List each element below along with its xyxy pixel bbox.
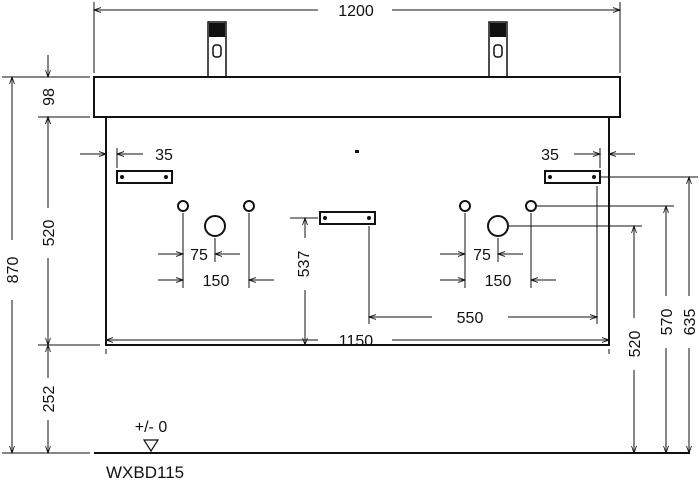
- dim-cabinet-width: 1150: [106, 333, 609, 354]
- dim-height-570-label: 570: [659, 309, 676, 336]
- dim-tap-spacing-right: 150: [440, 213, 556, 290]
- drain-hole-left: [204, 215, 226, 237]
- dim-floor-gap: 252: [41, 345, 58, 453]
- dim-bracket-inset-left: 35: [80, 147, 173, 168]
- drain-hole-right: [487, 215, 509, 237]
- dim-bracket-distance: 550: [369, 186, 597, 327]
- model-name: WXBD115: [106, 463, 184, 482]
- dim-center-bracket: 537: [290, 218, 318, 345]
- floor-label: +/- 0: [135, 419, 168, 436]
- dim-height-570: 570: [537, 206, 676, 453]
- dim-top-thickness: 98: [38, 55, 90, 132]
- supply-hole-left-a: [177, 200, 189, 212]
- supply-hole-right-b: [525, 200, 537, 212]
- dim-height-635-label: 635: [682, 309, 699, 336]
- supply-hole-right-a: [459, 200, 471, 212]
- dim-total-height-label: 870: [5, 257, 22, 284]
- cabinet-body: [105, 116, 610, 346]
- dim-drain-offset-right-label: 75: [473, 247, 491, 264]
- dim-drain-offset-left-label: 75: [190, 247, 208, 264]
- dim-bracket-inset-left-label: 35: [155, 147, 173, 164]
- bracket-left: [116, 170, 173, 184]
- tap-left: [207, 21, 227, 78]
- dim-height-520-label: 520: [627, 331, 644, 358]
- dim-total-width: 1200: [94, 2, 620, 73]
- center-mark: [355, 150, 359, 153]
- dim-tap-spacing-left: 150: [158, 213, 274, 290]
- tap-right: [488, 21, 508, 78]
- dim-cabinet-width-label: 1150: [339, 333, 374, 350]
- dim-tap-spacing-right-label: 150: [485, 273, 512, 290]
- dim-drain-offset-right: 75: [440, 213, 523, 264]
- bracket-right: [544, 170, 601, 184]
- dim-drain-offset-left: 75: [158, 213, 240, 264]
- bracket-center: [319, 211, 376, 225]
- dim-total-width-label: 1200: [338, 3, 374, 20]
- dim-top-thickness-label: 98: [41, 88, 58, 106]
- dim-tap-spacing-left-label: 150: [203, 273, 230, 290]
- dim-height-635: 635: [600, 177, 699, 453]
- dim-center-bracket-label: 537: [296, 251, 313, 278]
- dim-bracket-inset-right: 35: [541, 147, 635, 168]
- dim-cabinet-height: 520: [38, 117, 100, 345]
- floor-reference: +/- 0: [135, 419, 168, 453]
- dim-cabinet-height-label: 520: [41, 220, 58, 247]
- supply-hole-left-b: [243, 200, 255, 212]
- dim-bracket-inset-right-label: 35: [541, 147, 559, 164]
- dim-floor-gap-label: 252: [41, 386, 58, 413]
- basin-top: [93, 76, 621, 118]
- dim-bracket-distance-label: 550: [457, 310, 484, 327]
- dim-height-520: 520: [509, 226, 644, 453]
